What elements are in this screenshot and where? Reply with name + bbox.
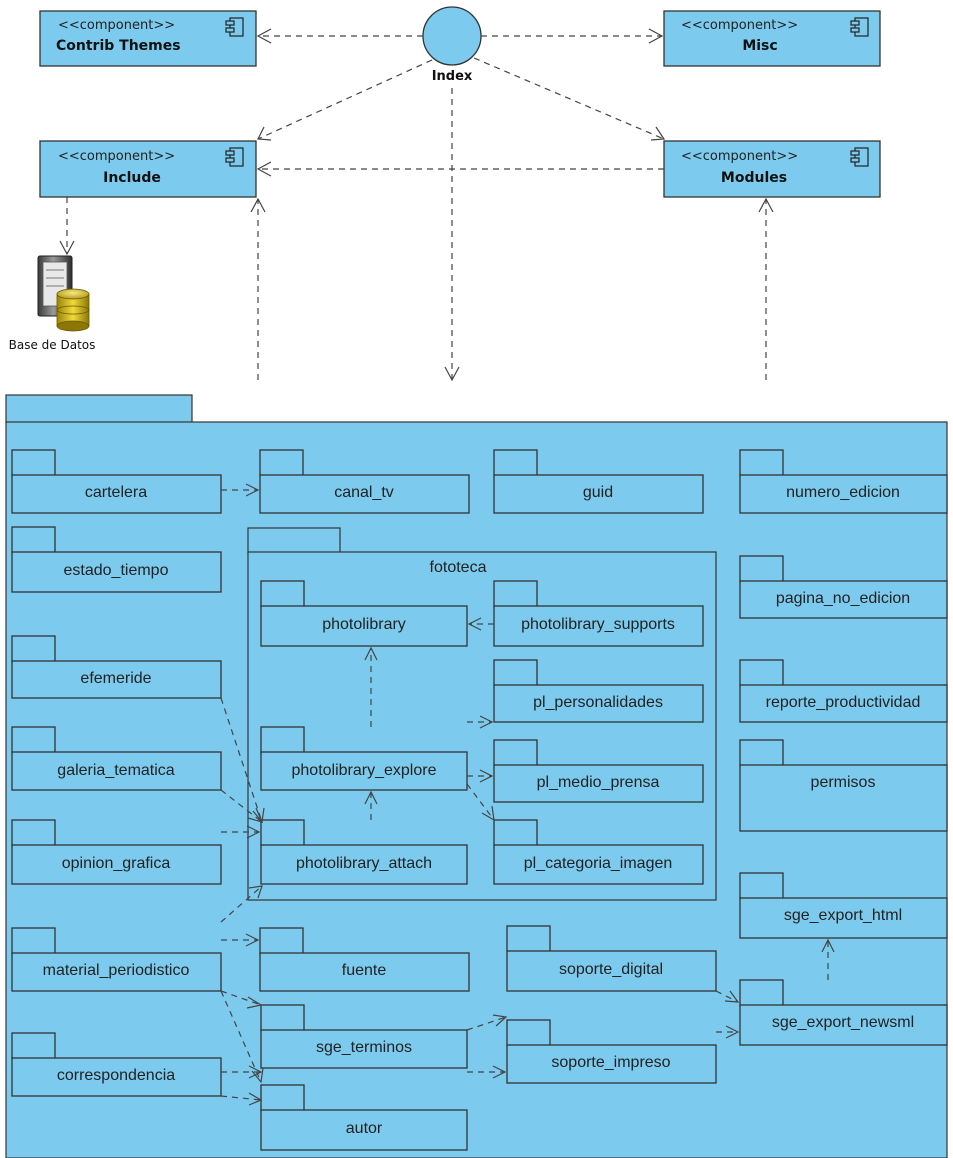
package-label: photolibrary bbox=[322, 616, 406, 633]
component-icon bbox=[850, 147, 869, 167]
package-fuente[interactable]: fuente bbox=[259, 927, 470, 992]
package-material-periodistico[interactable]: material_periodistico bbox=[11, 927, 222, 992]
package-pl-personalidades[interactable]: pl_personalidades bbox=[493, 659, 704, 723]
package-label: correspondencia bbox=[57, 1067, 175, 1084]
component-name: Include bbox=[103, 170, 161, 186]
index-interface[interactable]: Index bbox=[422, 6, 482, 84]
package-canal-tv[interactable]: canal_tv bbox=[259, 449, 470, 514]
component-stereotype: <<component>> bbox=[58, 149, 175, 164]
package-pl-categoria-imagen[interactable]: pl_categoria_imagen bbox=[493, 819, 704, 885]
package-label: soporte_digital bbox=[559, 961, 663, 978]
package-cartelera[interactable]: cartelera bbox=[11, 449, 222, 514]
package-label: sge_export_newsml bbox=[772, 1014, 914, 1031]
package-sge-export-html[interactable]: sge_export_html bbox=[739, 872, 948, 939]
package-sge-export-newsml[interactable]: sge_export_newsml bbox=[739, 979, 948, 1046]
package-label: pl_categoria_imagen bbox=[524, 855, 673, 872]
package-label: pagina_no_edicion bbox=[776, 590, 910, 607]
component-name: Contrib Themes bbox=[56, 38, 181, 54]
package-galeria-tematica[interactable]: galeria_tematica bbox=[11, 726, 222, 791]
package-label: fototeca bbox=[430, 559, 487, 576]
package-label: canal_tv bbox=[334, 484, 394, 501]
component-icon bbox=[850, 17, 869, 37]
package-label: autor bbox=[346, 1120, 383, 1137]
package-photolibrary-explore[interactable]: photolibrary_explore bbox=[260, 726, 468, 791]
package-sge-terminos[interactable]: sge_terminos bbox=[260, 1004, 468, 1069]
package-estado-tiempo[interactable]: estado_tiempo bbox=[11, 526, 222, 593]
package-label: sge_terminos bbox=[316, 1039, 412, 1056]
package-guid[interactable]: guid bbox=[493, 449, 704, 514]
component-modules[interactable]: <<component>> Modules bbox=[663, 140, 881, 198]
package-label: soporte_impreso bbox=[551, 1054, 670, 1071]
package-label: guid bbox=[583, 484, 613, 501]
package-label: cartelera bbox=[85, 484, 147, 501]
component-stereotype: <<component>> bbox=[681, 18, 798, 33]
component-name: Misc bbox=[742, 38, 777, 54]
package-label: photolibrary_explore bbox=[292, 762, 437, 779]
component-include[interactable]: <<component>> Include bbox=[39, 140, 257, 198]
package-autor[interactable]: autor bbox=[260, 1084, 468, 1151]
package-label: photolibrary_attach bbox=[296, 855, 432, 872]
package-efemeride[interactable]: efemeride bbox=[11, 635, 222, 699]
component-contrib-themes[interactable]: <<component>> Contrib Themes bbox=[39, 10, 257, 67]
package-pagina-no-edicion[interactable]: pagina_no_edicion bbox=[739, 555, 948, 619]
component-misc[interactable]: <<component>> Misc bbox=[663, 10, 881, 67]
component-stereotype: <<component>> bbox=[681, 149, 798, 164]
package-soporte-digital[interactable]: soporte_digital bbox=[506, 925, 717, 992]
package-reporte-productividad[interactable]: reporte_productividad bbox=[739, 659, 948, 723]
package-label: material_periodistico bbox=[43, 962, 190, 979]
package-soporte-impreso[interactable]: soporte_impreso bbox=[506, 1019, 717, 1084]
package-correspondencia[interactable]: correspondencia bbox=[11, 1032, 222, 1097]
package-photolibrary-attach[interactable]: photolibrary_attach bbox=[260, 819, 468, 885]
database-label: Base de Datos bbox=[9, 338, 96, 352]
dependency-lines-upper bbox=[59, 28, 774, 382]
package-label: opinion_grafica bbox=[62, 855, 171, 872]
component-name: Modules bbox=[721, 170, 787, 186]
package-pl-medio-prensa[interactable]: pl_medio_prensa bbox=[493, 739, 704, 803]
database-icon bbox=[37, 255, 90, 332]
package-label: sge_export_html bbox=[784, 907, 902, 924]
package-photolibrary-supports[interactable]: photolibrary_supports bbox=[493, 580, 704, 647]
package-opinion-grafica[interactable]: opinion_grafica bbox=[11, 819, 222, 885]
package-label: estado_tiempo bbox=[64, 562, 169, 579]
package-numero-edicion[interactable]: numero_edicion bbox=[739, 449, 948, 514]
package-label: galeria_tematica bbox=[57, 762, 175, 779]
package-photolibrary[interactable]: photolibrary bbox=[260, 580, 468, 647]
component-icon bbox=[225, 17, 244, 37]
package-label: efemeride bbox=[80, 670, 151, 687]
package-label: fuente bbox=[342, 962, 387, 979]
package-label: pl_personalidades bbox=[533, 694, 663, 711]
index-label: Index bbox=[432, 69, 473, 84]
package-label: photolibrary_supports bbox=[521, 616, 675, 633]
package-label: permisos bbox=[811, 774, 876, 791]
package-label: reporte_productividad bbox=[766, 694, 921, 711]
package-label: numero_edicion bbox=[786, 484, 900, 501]
component-stereotype: <<component>> bbox=[58, 18, 175, 33]
dependency-lines-lower bbox=[220, 483, 835, 1106]
package-label: pl_medio_prensa bbox=[537, 774, 660, 791]
component-icon bbox=[225, 147, 244, 167]
package-permisos[interactable]: permisos bbox=[739, 739, 948, 832]
